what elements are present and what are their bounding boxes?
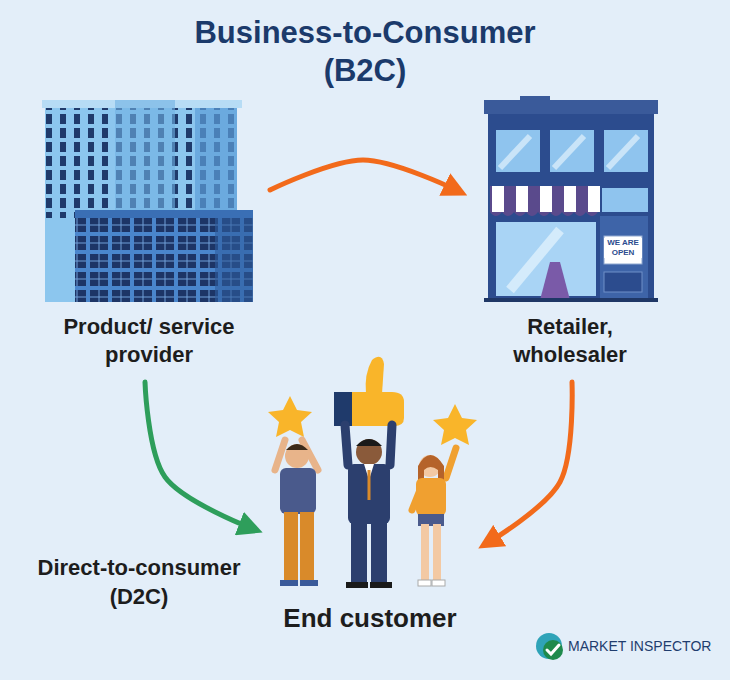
flow-arrow xyxy=(145,382,251,528)
office-building xyxy=(42,100,253,302)
shop-sign-text: WE ARE OPEN xyxy=(604,238,642,258)
shop-building xyxy=(484,96,658,302)
node-label: Retailer, wholesaler xyxy=(490,313,650,372)
customers-figure xyxy=(268,357,477,588)
actor-node: End customer xyxy=(261,350,479,638)
actor-node: Product/ service provider xyxy=(40,100,258,372)
diagram-title: Business-to-Consumer (B2C) xyxy=(165,14,565,90)
flow-arrow xyxy=(489,382,572,542)
logo-icon xyxy=(536,633,563,660)
node-label: End customer xyxy=(265,602,475,638)
edge-label: Direct-to-consumer (D2C) xyxy=(10,553,268,611)
node-label: Product/ service provider xyxy=(62,313,237,372)
watermark: MARKET INSPECTOR xyxy=(568,636,718,656)
actor-node: Retailer, wholesaler xyxy=(478,100,662,372)
flow-arrow xyxy=(270,160,456,190)
